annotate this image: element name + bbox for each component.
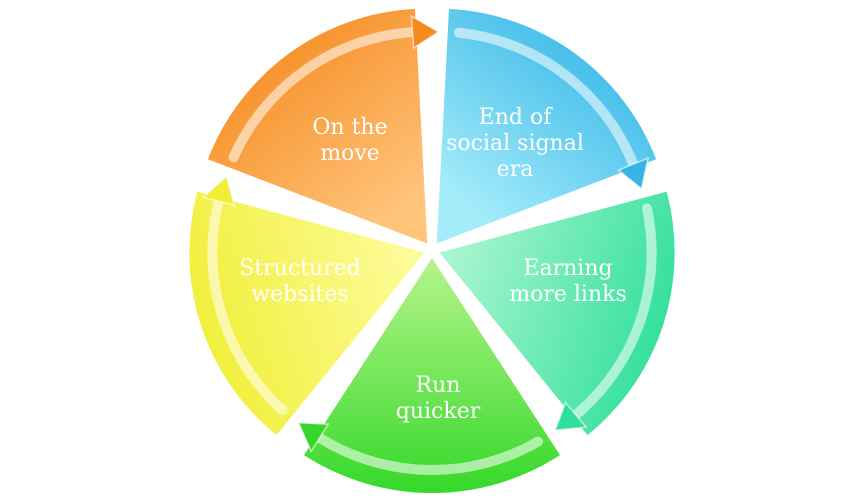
segment-on-the-move — [207, 8, 428, 244]
arrow-arc-structured-websites — [207, 192, 288, 416]
label-line: Structured — [239, 256, 361, 281]
arrow-arc-end-of-social-signal-era — [453, 27, 640, 173]
arrow-head-structured-websites — [201, 175, 236, 207]
arrow-head-run-quicker — [297, 421, 330, 453]
arrow-arc-on-the-move — [228, 26, 422, 163]
arrow-arc-earning-more-links — [568, 203, 657, 423]
label-line: era — [497, 157, 534, 182]
cycle-segments — [189, 8, 675, 493]
label-line: social signal — [446, 131, 584, 156]
segment-run-quicker — [304, 258, 560, 493]
label-line: more links — [509, 282, 627, 307]
label-line: Run — [416, 373, 461, 398]
segment-end-of-social-signal-era — [436, 8, 657, 244]
label-line: End of — [479, 105, 554, 130]
label-line: quicker — [396, 399, 481, 424]
arrow-head-on-the-move — [410, 14, 440, 50]
label-line: On the — [312, 115, 387, 140]
label-line: move — [320, 141, 380, 166]
arrow-head-end-of-social-signal-era — [616, 156, 650, 191]
label-line: Earning — [523, 256, 612, 281]
arrow-head-earning-more-links — [553, 401, 588, 432]
label-line: websites — [251, 282, 348, 307]
arrow-arc-run-quicker — [311, 430, 543, 475]
